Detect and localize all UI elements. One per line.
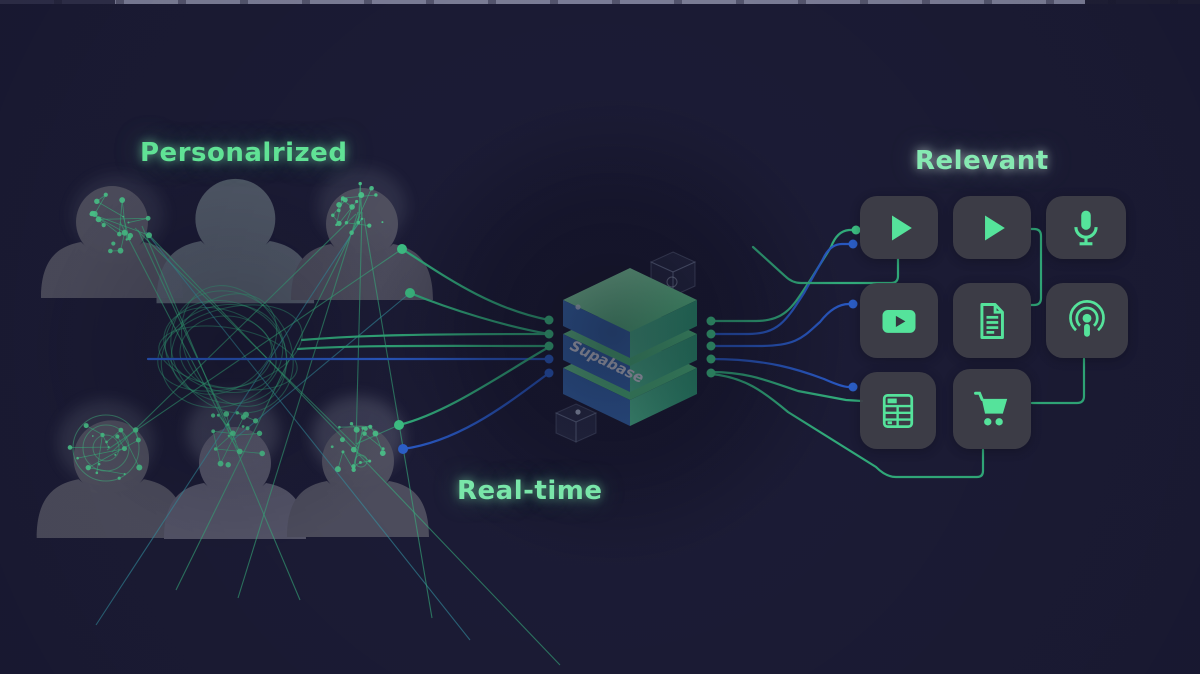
shopping-cart-tile bbox=[953, 369, 1031, 449]
user-silhouette bbox=[287, 425, 429, 537]
user-silhouette bbox=[164, 427, 306, 539]
video-play-icon bbox=[882, 309, 916, 333]
podcast-tile bbox=[1046, 283, 1128, 358]
realtime-label: Real-time bbox=[457, 476, 603, 506]
podcast-icon bbox=[1069, 299, 1105, 337]
document-icon bbox=[980, 302, 1004, 339]
spreadsheet-icon bbox=[882, 393, 914, 428]
play-icon bbox=[985, 215, 1005, 240]
personalized-label: Personalrized bbox=[140, 138, 348, 168]
user-silhouette bbox=[156, 178, 315, 304]
play-tile bbox=[860, 196, 938, 259]
document-tile bbox=[953, 283, 1031, 358]
microphone-tile bbox=[1046, 196, 1126, 259]
spreadsheet-tile bbox=[860, 372, 936, 449]
user-silhouette bbox=[291, 188, 433, 300]
relevant-label: Relevant bbox=[915, 146, 1049, 176]
video-play-tile bbox=[860, 283, 938, 358]
play-icon bbox=[892, 215, 912, 240]
floating-cube bbox=[554, 403, 598, 443]
supabase-stack: Supabase bbox=[563, 268, 697, 426]
stack-led bbox=[575, 304, 581, 310]
microphone-icon bbox=[1074, 210, 1098, 245]
play-tile bbox=[953, 196, 1031, 259]
shopping-cart-icon bbox=[974, 391, 1008, 426]
